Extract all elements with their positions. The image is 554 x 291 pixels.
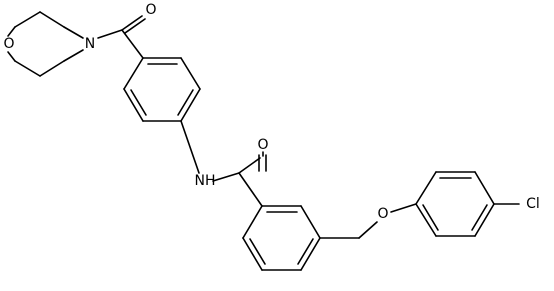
atom-label-oxygen-ring: O <box>3 36 14 52</box>
lower-benzene-ring <box>242 205 321 271</box>
morpholine-ring <box>7 11 84 77</box>
atom-label-chlorine: Cl <box>526 196 540 212</box>
atom-label-nitrogen-ring: N <box>85 36 95 52</box>
amide-linker <box>180 120 267 207</box>
atom-label-amide-nh: NH <box>195 173 216 189</box>
morpholine-carbonyl <box>97 15 146 59</box>
atom-label-carbonyl-oxygen-top: O <box>145 2 156 18</box>
methylene-ether-linker <box>319 203 417 239</box>
chlorophenyl-ring <box>415 171 520 237</box>
atom-label-carbonyl-oxygen-mid: O <box>257 137 268 153</box>
atom-label-ether-oxygen: O <box>377 206 388 222</box>
upper-benzene-ring <box>123 57 201 122</box>
